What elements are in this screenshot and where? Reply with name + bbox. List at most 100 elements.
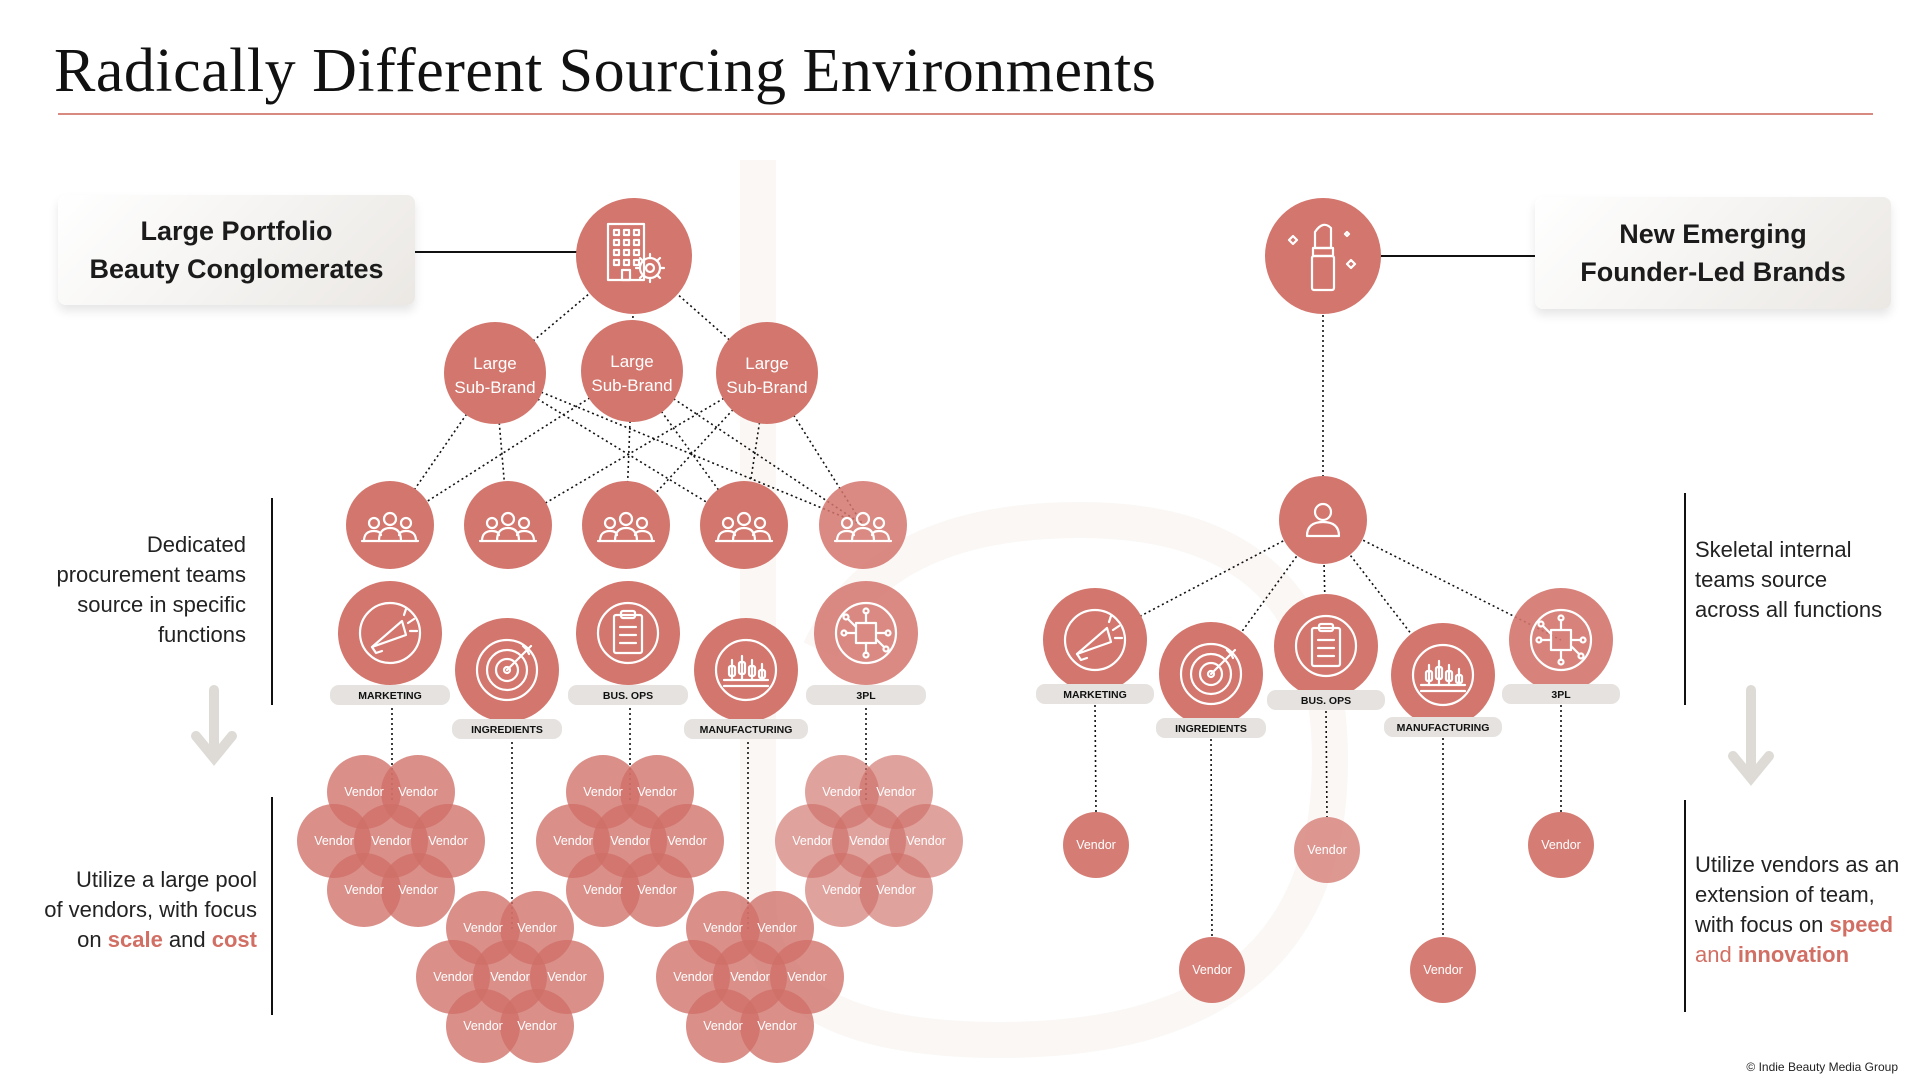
function-to-vendor-connector [1210,738,1213,938]
function-label: INGREDIENTS [1175,723,1247,735]
lab-test-tubes-icon [714,638,778,702]
left-top-description: Dedicated procurement teams source in sp… [56,532,246,647]
sub-brand-node [716,322,818,424]
vendor-label: Vendor [1307,843,1347,857]
sub-brand-label: Sub-Brand [591,376,672,395]
function-label: MANUFACTURING [1397,722,1490,734]
title-divider [58,113,1873,115]
chip-network-icon [1529,608,1593,672]
vendor-label: Vendor [463,1019,503,1033]
vendor-label: Vendor [583,785,623,799]
function-label: MARKETING [1063,689,1127,701]
page-title: Radically Different Sourcing Environment… [54,37,1157,105]
vendor-label: Vendor [667,834,707,848]
sub-brand-label: Large [473,354,516,373]
vendor-label: Vendor [876,883,916,897]
vendor-node [859,853,933,927]
vendor-node [500,989,574,1063]
vendor-node [1063,812,1129,878]
right-header-card: New Emerging Founder-Led Brands [1535,197,1891,309]
sub-brand-node [444,322,546,424]
vendor-label: Vendor [344,883,384,897]
vendor-label: Vendor [428,834,468,848]
vendor-label: Vendor [490,970,530,984]
lab-test-tubes-icon [1411,643,1475,707]
function-pill [568,685,688,705]
building-gear-icon [606,222,666,284]
vendor-label: Vendor [398,883,438,897]
vendor-node [327,853,401,927]
sub-brand-label: Sub-Brand [726,378,807,397]
vendor-label: Vendor [849,834,889,848]
function-pill [452,719,562,739]
vendor-label: Vendor [637,785,677,799]
function-pill [1156,718,1266,738]
megaphone-icon [358,601,422,665]
lipstick-icon [1287,223,1357,292]
vendor-label: Vendor [906,834,946,848]
vendor-label: Vendor [792,834,832,848]
vendor-label: Vendor [673,970,713,984]
target-icon [1179,642,1243,706]
vendor-label: Vendor [757,921,797,935]
vendor-label: Vendor [433,970,473,984]
function-node [1043,588,1147,692]
subbrand-to-team-connector [494,372,745,526]
vendor-node [566,853,640,927]
right-header-line1: New Emerging [1619,219,1807,249]
vendor-label: Vendor [1192,963,1232,977]
left-header-card: Large Portfolio Beauty Conglomerates [58,195,415,305]
person-icon [1305,502,1341,538]
function-label: INGREDIENTS [471,724,543,736]
clipboard-icon [596,601,660,665]
right-top-description: Skeletal internal teams source across al… [1695,537,1883,622]
vendor-label: Vendor [583,883,623,897]
vendor-label: Vendor [703,1019,743,1033]
vendor-label: Vendor [371,834,411,848]
down-arrow-icon [191,685,237,766]
vendor-node [381,853,455,927]
function-label: MANUFACTURING [700,724,793,736]
vendor-label: Vendor [822,785,862,799]
vendor-label: Vendor [314,834,354,848]
team-icon [596,511,656,543]
left-header-line2: Beauty Conglomerates [89,254,384,284]
vendor-label: Vendor [787,970,827,984]
vendor-label: Vendor [1541,838,1581,852]
vendor-label: Vendor [517,1019,557,1033]
team-icon [360,511,420,543]
vendor-node [686,989,760,1063]
subbrand-to-team-connector [494,372,864,526]
function-label: 3PL [1551,689,1571,701]
vendor-label: Vendor [463,921,503,935]
function-node [1274,594,1378,698]
sub-brand-node [581,320,683,422]
function-pill [1502,684,1620,704]
vendor-node [620,853,694,927]
vendor-node [1528,812,1594,878]
function-pill [1036,684,1154,704]
function-label: 3PL [856,690,876,702]
function-pill [330,685,450,705]
vendor-node [1294,817,1360,883]
function-label: MARKETING [358,690,422,702]
team-icon [478,511,538,543]
vendor-label: Vendor [876,785,916,799]
team-icon [833,511,893,543]
down-arrow-icon [1728,685,1774,786]
function-pill [1384,717,1502,737]
vendor-label: Vendor [1076,838,1116,852]
function-pill [684,719,808,739]
vendor-node [1179,937,1245,1003]
vendor-label: Vendor [553,834,593,848]
right-bottom-description: Utilize vendors as an extension of team,… [1695,852,1900,967]
function-label: BUS. OPS [1301,695,1351,707]
vendor-label: Vendor [1423,963,1463,977]
chip-network-icon [834,601,898,665]
target-icon [475,638,539,702]
right-header-line2: Founder-Led Brands [1580,257,1846,287]
